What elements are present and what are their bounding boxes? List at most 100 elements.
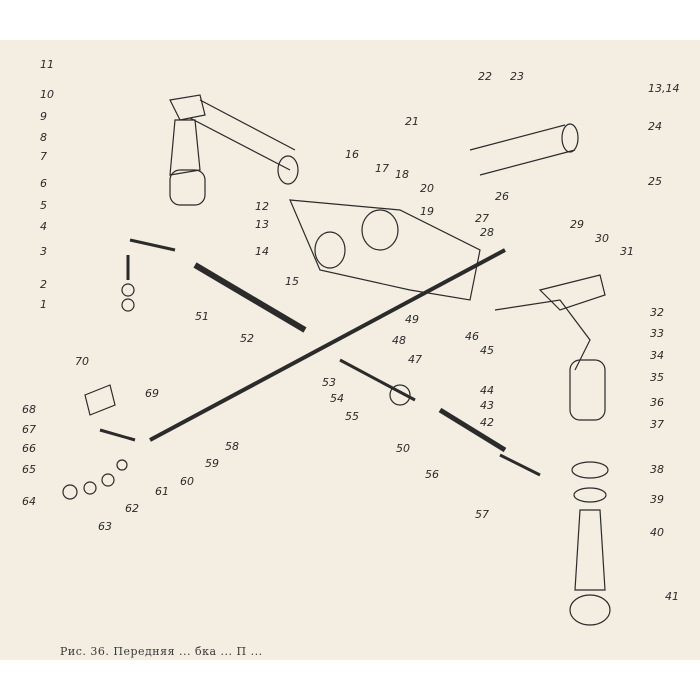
part-7-knuckle [169, 119, 201, 176]
part-40-spindle [574, 509, 606, 591]
callout-33: 33 [650, 327, 664, 340]
callout-8: 8 [40, 131, 47, 144]
part-11-arm [169, 94, 206, 121]
callout-12: 12 [255, 200, 269, 213]
callout-46: 46 [465, 330, 479, 343]
part-37-housing [569, 359, 606, 421]
part-69-plate [84, 384, 116, 416]
part-63-washer [83, 481, 97, 495]
callout-47: 47 [408, 353, 422, 366]
callout-54: 54 [330, 392, 344, 405]
callout-56: 56 [425, 468, 439, 481]
callout-58: 58 [225, 440, 239, 453]
beam-boss [314, 231, 346, 269]
part-56-rod [438, 407, 507, 453]
part-58-tie-rod [149, 248, 506, 442]
callout-27: 27 [475, 212, 489, 225]
callout-22: 22 [478, 70, 492, 83]
callout-64: 64 [22, 495, 36, 508]
part-18-bushing [361, 209, 399, 251]
callout-39: 39 [650, 493, 664, 506]
callout-32: 32 [650, 306, 664, 319]
callout-37: 37 [650, 418, 664, 431]
callout-1: 1 [40, 298, 47, 311]
callout-20: 20 [420, 182, 434, 195]
callout-57: 57 [475, 508, 489, 521]
left-axle-tube [189, 99, 296, 171]
callout-59: 59 [205, 457, 219, 470]
part-2-nut [121, 283, 135, 297]
part-62-spring [101, 473, 115, 487]
callout-3: 3 [40, 245, 47, 258]
callout-11: 11 [40, 58, 54, 71]
callout-26: 26 [495, 190, 509, 203]
callout-9: 9 [40, 110, 47, 123]
right-tube-lower [494, 299, 591, 371]
callout-52: 52 [240, 332, 254, 345]
callout-55: 55 [345, 410, 359, 423]
callout-15: 15 [285, 275, 299, 288]
part-54-joint [389, 384, 411, 406]
callout-51: 51 [195, 310, 209, 323]
callout-5: 5 [40, 199, 47, 212]
part-61-ring [116, 459, 128, 471]
callout-65: 65 [22, 463, 36, 476]
callout-7: 7 [40, 150, 47, 163]
part-41-hub [569, 594, 611, 626]
callout-6: 6 [40, 177, 47, 190]
callout-2: 2 [40, 278, 47, 291]
part-53-bolt [339, 358, 416, 402]
callout-35: 35 [650, 371, 664, 384]
callout-18: 18 [395, 168, 409, 181]
callout-29: 29 [570, 218, 584, 231]
callout-14: 14 [255, 245, 269, 258]
callout-43: 43 [480, 399, 494, 412]
callout-38: 38 [650, 463, 664, 476]
callout-61: 61 [155, 485, 169, 498]
callout-28: 28 [480, 226, 494, 239]
callout-42: 42 [480, 416, 494, 429]
callout-17: 17 [375, 162, 389, 175]
callout-44: 44 [480, 384, 494, 397]
callout-66: 66 [22, 442, 36, 455]
part-64-plug [62, 484, 78, 500]
callout-67: 67 [22, 423, 36, 436]
callout-30: 30 [595, 232, 609, 245]
right-tube-end [561, 123, 579, 153]
callout-31: 31 [620, 245, 634, 258]
part-39-ring [573, 487, 607, 503]
part-57-end [499, 453, 541, 477]
callout-69: 69 [145, 387, 159, 400]
figure-caption: Рис. 36. Передняя ... бка ... П ... [60, 645, 263, 658]
callout-10: 10 [40, 88, 54, 101]
callout-40: 40 [650, 526, 664, 539]
callout-41: 41 [665, 590, 679, 603]
callout-50: 50 [396, 442, 410, 455]
callout-24: 24 [648, 120, 662, 133]
left-tube-end [277, 155, 299, 185]
callout-19: 19 [420, 205, 434, 218]
callout-63: 63 [98, 520, 112, 533]
callout-70: 70 [75, 355, 89, 368]
callout-23: 23 [510, 70, 524, 83]
callout-13: 13 [255, 218, 269, 231]
callout-53: 53 [322, 376, 336, 389]
callout-62: 62 [125, 502, 139, 515]
callout-45: 45 [480, 344, 494, 357]
callout-25: 25 [648, 175, 662, 188]
callout-48: 48 [392, 334, 406, 347]
callout-4: 4 [40, 220, 47, 233]
callout-16: 16 [345, 148, 359, 161]
callout-21: 21 [405, 115, 419, 128]
callout-36: 36 [650, 396, 664, 409]
part-4-bolt [129, 238, 176, 252]
part-65-pin [99, 428, 136, 442]
callout-34: 34 [650, 349, 664, 362]
part-24-tube [469, 124, 576, 176]
part-1-washer [121, 298, 135, 312]
callout-49: 49 [405, 313, 419, 326]
callout-60: 60 [180, 475, 194, 488]
part-15-beam [289, 199, 481, 301]
